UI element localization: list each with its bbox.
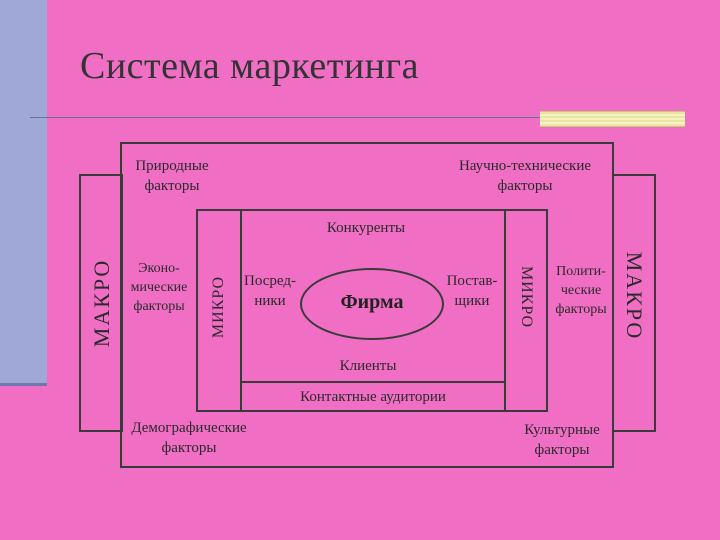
micro-left-column — [196, 209, 242, 412]
contact-audiences-box — [240, 381, 506, 412]
slide-title: Система маркетинга — [80, 45, 419, 87]
macro-left-label: МАКРО — [89, 258, 114, 348]
firm-ellipse — [300, 268, 444, 340]
micro-right-label: МИКРО — [518, 265, 535, 329]
suppliers-label: Постав-щики — [446, 273, 498, 309]
contact-audiences-label: Контактные аудитории — [300, 389, 446, 405]
intermediaries-label: Посред-ники — [244, 273, 296, 309]
title-divider — [30, 117, 550, 118]
left-accent-bar — [0, 0, 47, 383]
micro-right-column — [504, 209, 548, 412]
left-accent-bar-edge — [0, 383, 47, 386]
micro-left-label: МИКРО — [210, 275, 227, 339]
competitors-label: Конкуренты — [326, 220, 406, 236]
firm-label: Фирма — [340, 291, 404, 313]
macro-right-label: МАКРО — [622, 251, 647, 341]
macro-left-box — [79, 174, 123, 432]
clients-label: Клиенты — [339, 358, 397, 374]
macro-environment-box — [120, 142, 614, 468]
title-decorative-band — [540, 111, 685, 127]
